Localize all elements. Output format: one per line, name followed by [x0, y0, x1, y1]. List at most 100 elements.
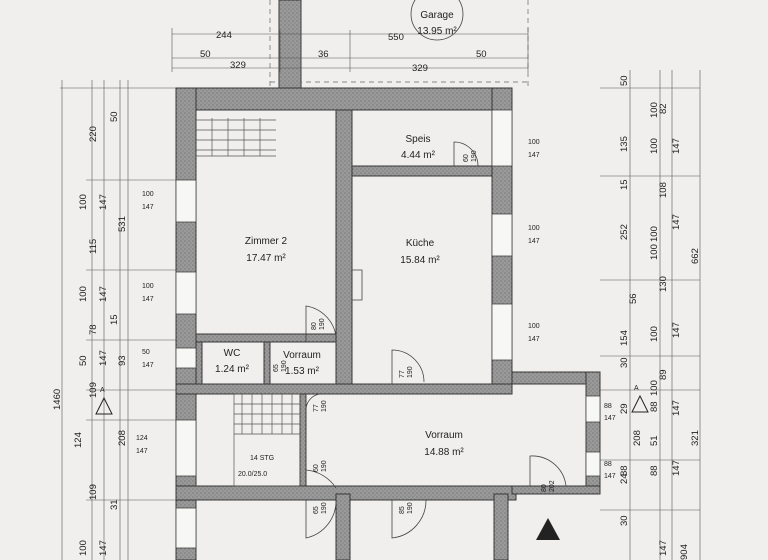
dim-right-100b: 100 [649, 226, 660, 242]
room-kueche-name: Küche [406, 238, 435, 249]
win-left-1-w: 100 [142, 191, 154, 198]
dim-left-93: 93 [117, 355, 128, 366]
dim-left-31: 31 [109, 499, 120, 510]
dim-right-321: 321 [690, 430, 701, 446]
win-left-4-w: 124 [136, 435, 148, 442]
win-right-4-w: 88 [604, 403, 612, 410]
room-vorraum-small-name: Vorraum [283, 350, 321, 361]
door-b2-h: 190 [407, 502, 414, 514]
dim-right-100e: 100 [649, 244, 660, 260]
dim-left-208: 208 [117, 430, 128, 446]
room-wc-name: WC [224, 348, 241, 359]
dim-right-100f: 100 [649, 380, 660, 396]
room-zimmer2-name: Zimmer 2 [245, 236, 288, 247]
door-b2-w: 85 [399, 506, 406, 514]
dim-right-108: 108 [658, 182, 669, 198]
stairs-count: 14 STG [250, 455, 274, 462]
door-ku-h: 190 [407, 366, 414, 378]
room-speis-name: Speis [405, 134, 430, 145]
dim-top-329b: 329 [412, 63, 428, 74]
dim-right-30b: 30 [619, 515, 630, 526]
room-speis-area: 4.44 m² [401, 150, 436, 161]
win-left-4-h: 147 [136, 448, 148, 455]
dim-left-50b: 50 [78, 355, 89, 366]
dim-right-147d: 147 [671, 400, 682, 416]
dim-right-147e: 147 [671, 460, 682, 476]
section-marker-left: A [100, 387, 105, 394]
win-right-1-h: 147 [528, 152, 540, 159]
door-wc-w: 65 [273, 364, 280, 372]
win-left-2-w: 100 [142, 283, 154, 290]
dim-right-88b: 88 [649, 401, 660, 412]
dim-left-109a: 109 [88, 382, 99, 398]
dim-right-135: 135 [619, 136, 630, 152]
door-ent-h: 202 [549, 480, 556, 492]
dim-left-531: 531 [117, 216, 128, 232]
room-vorraum-area: 14.88 m² [424, 447, 464, 458]
garage-outline [269, 0, 529, 91]
dim-right-88: 88 [649, 465, 660, 476]
dim-left-15: 15 [109, 314, 120, 325]
stairs: 14 STG 20.0/25.0 [196, 118, 301, 487]
entrance-arrow-icon [536, 518, 560, 540]
dim-left-124: 124 [73, 432, 84, 448]
door-st-h: 190 [321, 460, 328, 472]
door-wc-h: 190 [281, 360, 288, 372]
dim-right-904: 904 [679, 544, 690, 560]
top-dimensions: 244 550 50 36 50 329 329 [171, 28, 529, 74]
dim-right-30a: 30 [619, 357, 630, 368]
dim-left-78: 78 [88, 324, 99, 335]
doors [269, 141, 567, 539]
door-ent-w: 80 [541, 484, 548, 492]
dim-right-147c: 147 [671, 322, 682, 338]
garage-label-circle [410, 0, 464, 41]
dim-right-56: 56 [628, 293, 639, 304]
section-arrow-right [631, 394, 649, 413]
win-left-1-h: 147 [142, 204, 154, 211]
dim-right-130: 130 [658, 276, 669, 292]
dim-top-329a: 329 [230, 60, 246, 71]
dim-left-50: 50 [109, 111, 120, 122]
door-z2-w: 80 [311, 322, 318, 330]
room-vorraum-small-area: 1.53 m² [285, 366, 320, 377]
win-left-3-h: 147 [142, 362, 154, 369]
win-right-3-h: 147 [528, 336, 540, 343]
door-labels: 65 190 80 190 77 190 77 190 60 190 65 19… [273, 150, 556, 514]
dim-left-147d: 147 [98, 540, 109, 556]
dim-right-252: 252 [619, 224, 630, 240]
dim-left-100b: 100 [78, 286, 89, 302]
win-right-5-w: 88 [604, 461, 612, 468]
dim-right-662: 662 [690, 248, 701, 264]
dim-right-208: 208 [632, 430, 643, 446]
dim-left-147a: 147 [98, 194, 109, 210]
windows [175, 109, 601, 549]
door-z2-h: 190 [319, 318, 326, 330]
section-marker-right: A [634, 385, 639, 392]
window-labels: 100 147 100 147 100 147 100 147 100 147 … [136, 139, 616, 480]
dim-right-100d: 100 [649, 102, 660, 118]
dim-right-147f: 147 [658, 540, 669, 556]
left-dimensions: 1460 531 93 208 220 115 78 109 124 109 5… [52, 80, 176, 560]
dim-right-50: 50 [619, 75, 630, 86]
room-vorraum-name: Vorraum [425, 430, 463, 441]
dim-top-36: 36 [318, 49, 329, 60]
dim-right-82: 82 [658, 103, 669, 114]
dim-right-147b: 147 [671, 214, 682, 230]
win-right-2-h: 147 [528, 238, 540, 245]
room-garage-name: Garage [420, 10, 454, 21]
room-kueche-area: 15.84 m² [400, 255, 440, 266]
dim-top-244: 244 [216, 30, 232, 41]
room-wc-area: 1.24 m² [215, 364, 250, 375]
win-left-2-h: 147 [142, 296, 154, 303]
door-vr-h: 190 [321, 400, 328, 412]
dim-left-109b: 109 [88, 484, 99, 500]
win-right-2-w: 100 [528, 225, 540, 232]
dim-left-100a: 100 [78, 194, 89, 210]
room-labels: Garage 13.95 m² Speis 4.44 m² Zimmer 2 1… [215, 10, 464, 458]
section-markers: A A [95, 385, 649, 540]
dim-top-50b: 50 [476, 49, 487, 60]
garage-wall [278, 0, 302, 91]
door-b1-h: 190 [321, 502, 328, 514]
door-vr-w: 77 [313, 404, 320, 412]
